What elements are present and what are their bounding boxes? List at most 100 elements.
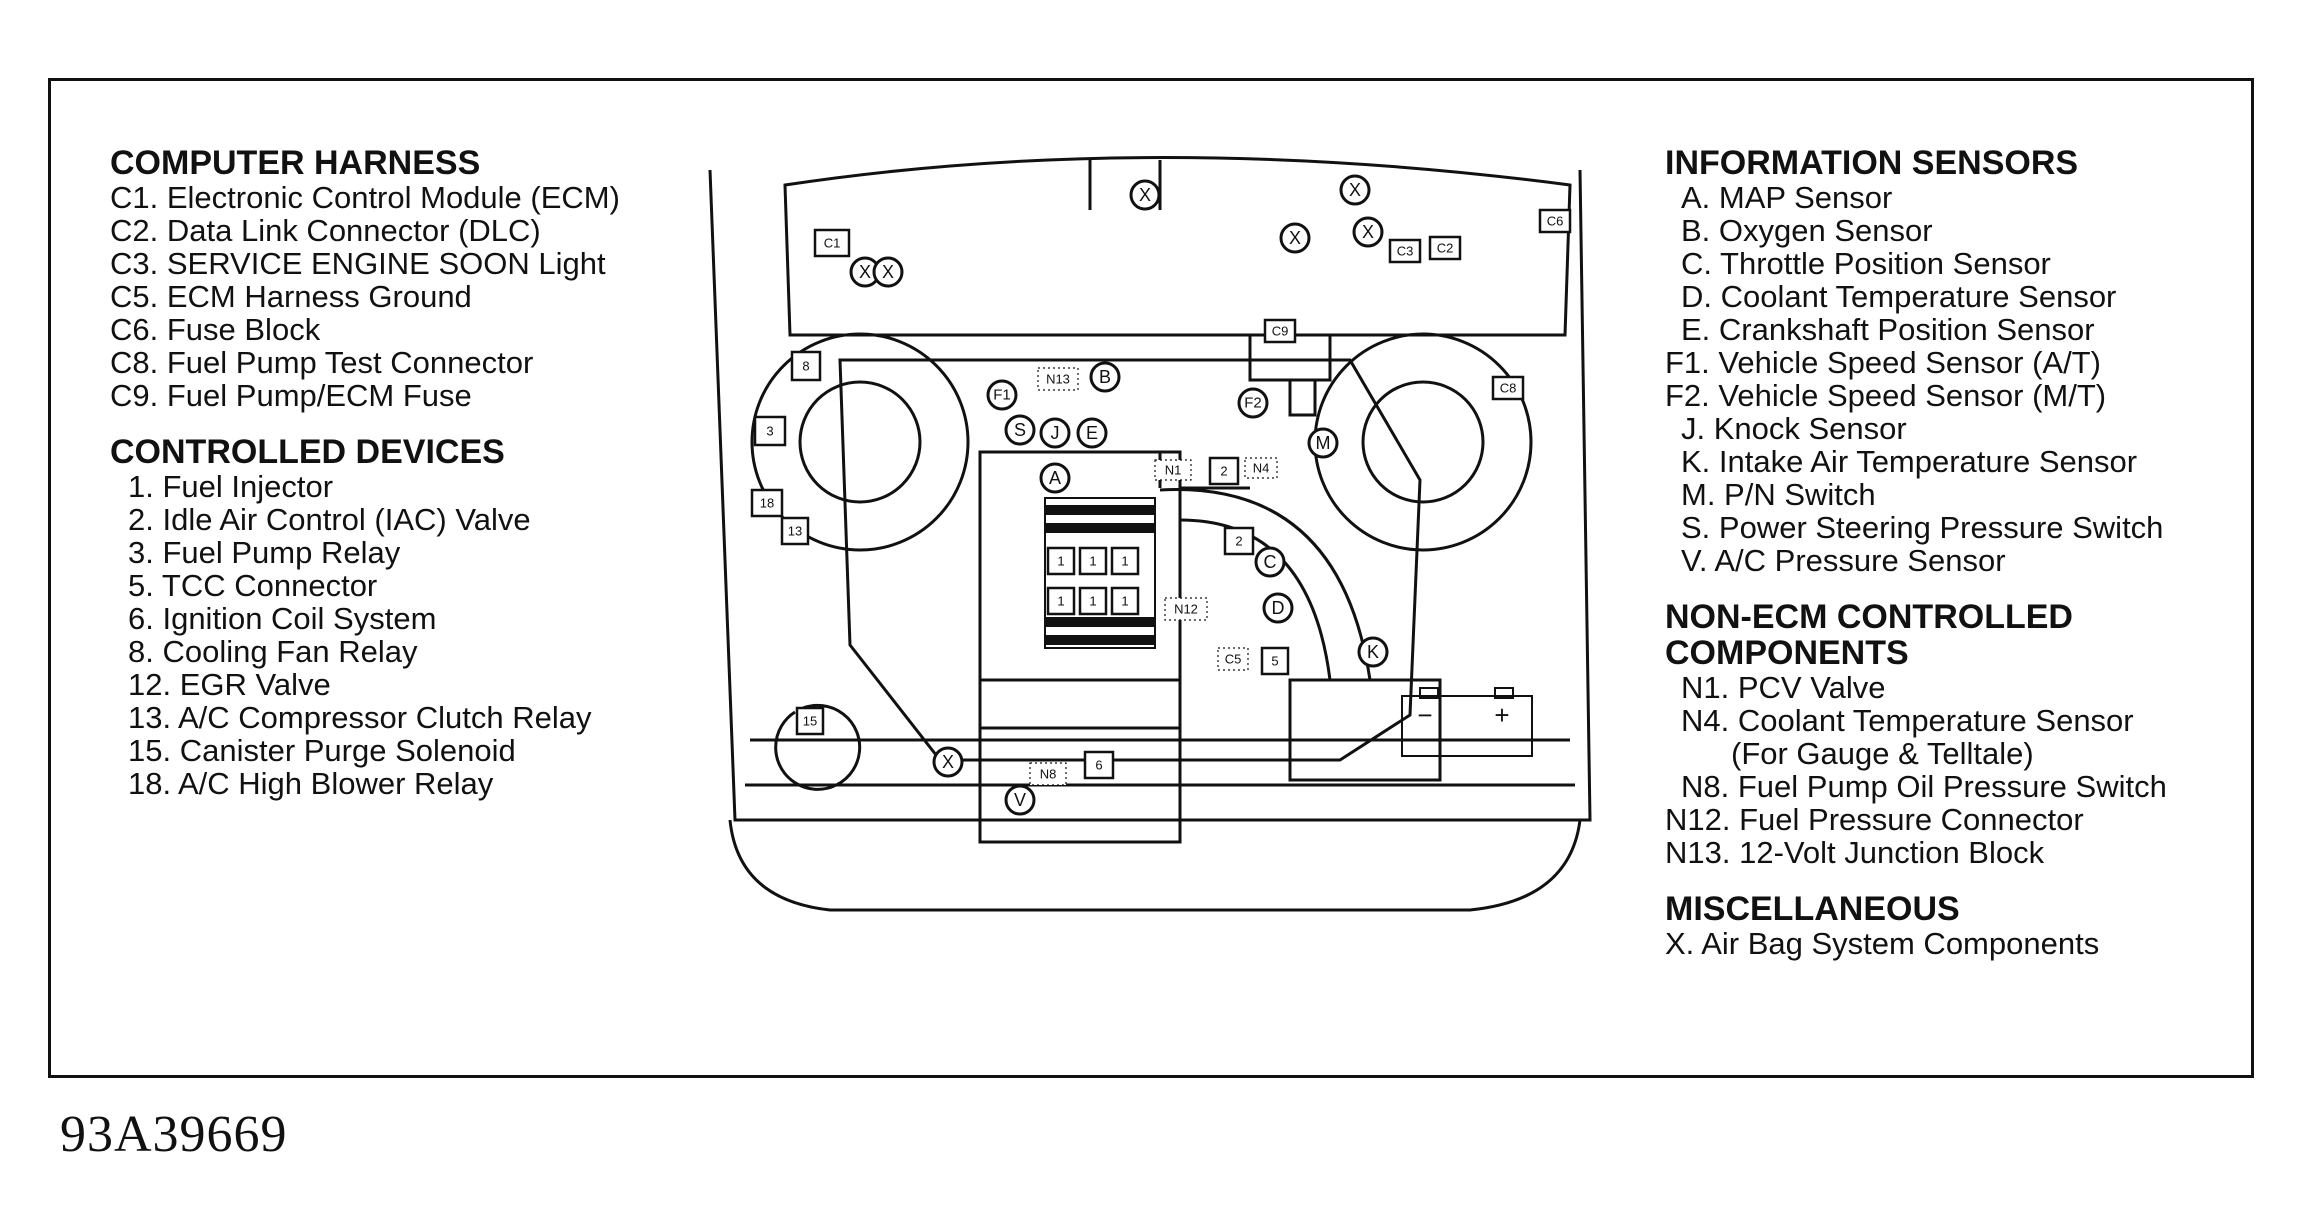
component-box-label: 1 <box>1057 594 1064 609</box>
component-marker-label: C <box>1264 552 1277 572</box>
component-marker-label: X <box>942 752 954 772</box>
diagram-outline <box>708 156 1592 912</box>
component-box-label: C6 <box>1547 214 1564 229</box>
component-marker-a <box>1039 462 1071 494</box>
legend-item: 8. Cooling Fan Relay <box>128 634 418 669</box>
component-marker-x <box>1339 174 1371 206</box>
component-box-label: 2 <box>1235 534 1242 549</box>
information-sensors-section: INFORMATION SENSORS A. MAP Sensor B. Oxy… <box>1665 145 2167 577</box>
component-marker-label: M <box>1316 433 1331 453</box>
component-marker-v <box>1004 784 1036 816</box>
legend-item: N8. Fuel Pump Oil Pressure Switch <box>1681 769 2167 804</box>
legend-item: D. Coolant Temperature Sensor <box>1681 279 2117 314</box>
non-ecm-marker-label: C5 <box>1225 652 1242 667</box>
non-ecm-marker-n4 <box>1244 457 1278 479</box>
component-marker-s <box>1004 414 1036 446</box>
legend-item: 18. A/C High Blower Relay <box>128 766 494 801</box>
non-ecm-marker-n8 <box>1029 762 1067 786</box>
component-box-1 <box>1046 546 1076 576</box>
component-marker-label: J <box>1051 423 1060 443</box>
component-marker-label: E <box>1086 423 1098 443</box>
section-heading: MISCELLANEOUS <box>1665 890 1960 928</box>
component-box-1 <box>1078 586 1108 616</box>
fuel-injector-bank <box>1044 497 1156 649</box>
legend-item: N12. Fuel Pressure Connector <box>1665 802 2084 837</box>
legend-item: C. Throttle Position Sensor <box>1681 246 2051 281</box>
miscellaneous-section: MISCELLANEOUS X. Air Bag System Componen… <box>1665 891 2167 960</box>
legend-item: K. Intake Air Temperature Sensor <box>1681 444 2138 479</box>
component-box-label: 1 <box>1057 554 1064 569</box>
non-ecm-marker-label: N4 <box>1253 461 1270 476</box>
component-marker-b <box>1089 361 1121 393</box>
legend-item: N4. Coolant Temperature Sensor <box>1681 703 2134 738</box>
section-heading: CONTROLLED DEVICES <box>110 433 505 471</box>
battery-negative-terminal: − <box>1417 700 1432 730</box>
legend-item: 5. TCC Connector <box>128 568 378 603</box>
section-heading: NON-ECM CONTROLLED COMPONENTS <box>1665 598 2073 672</box>
component-marker-label: B <box>1099 367 1111 387</box>
component-box-label: 15 <box>803 714 817 729</box>
component-box-6 <box>1083 750 1115 780</box>
component-box-label: C8 <box>1500 381 1517 396</box>
computer-harness-section: COMPUTER HARNESS C1. Electronic Control … <box>110 145 620 412</box>
component-marker-label: V <box>1014 790 1026 810</box>
non-ecm-marker-n13 <box>1037 367 1079 391</box>
battery <box>1401 687 1533 757</box>
section-heading: INFORMATION SENSORS <box>1665 144 2079 182</box>
component-marker-label: X <box>1349 180 1361 200</box>
non-ecm-marker-label: N13 <box>1046 372 1070 387</box>
component-box-1 <box>1046 586 1076 616</box>
component-marker-x <box>1279 222 1311 254</box>
component-marker-label: X <box>1139 185 1151 205</box>
component-box-8 <box>790 350 822 382</box>
legend-item: 3. Fuel Pump Relay <box>128 535 401 570</box>
component-box-label: 8 <box>802 359 809 374</box>
legend-item: E. Crankshaft Position Sensor <box>1681 312 2095 347</box>
legend-left: COMPUTER HARNESS C1. Electronic Control … <box>110 145 620 800</box>
controlled-devices-section: CONTROLLED DEVICES 1. Fuel Injector 2. I… <box>110 434 620 800</box>
component-marker-label: X <box>1289 228 1301 248</box>
component-marker-k <box>1357 636 1389 668</box>
component-box-label: 2 <box>1220 464 1227 479</box>
legend-item: F1. Vehicle Speed Sensor (A/T) <box>1665 345 2101 380</box>
component-box-1 <box>1110 586 1140 616</box>
legend-item: C8. Fuel Pump Test Connector <box>110 345 534 380</box>
legend-item: N13. 12-Volt Junction Block <box>1665 835 2045 870</box>
component-box-18 <box>750 488 784 518</box>
component-box-2 <box>1208 456 1240 486</box>
component-marker-j <box>1039 417 1071 449</box>
legend-item: X. Air Bag System Components <box>1665 926 2100 961</box>
component-marker-x <box>1129 179 1161 211</box>
component-marker-x <box>932 746 964 778</box>
component-box-label: 1 <box>1089 554 1096 569</box>
component-marker-label: A <box>1049 468 1061 488</box>
legend-item: 1. Fuel Injector <box>128 469 334 504</box>
legend-item: V. A/C Pressure Sensor <box>1681 543 2006 578</box>
component-marker-e <box>1076 417 1108 449</box>
component-marker-label: S <box>1014 420 1026 440</box>
legend-right: INFORMATION SENSORS A. MAP Sensor B. Oxy… <box>1665 145 2167 960</box>
component-marker-label: X <box>1362 222 1374 242</box>
component-box-label: 13 <box>788 524 802 539</box>
legend-item: C2. Data Link Connector (DLC) <box>110 213 541 248</box>
component-marker-f1 <box>986 379 1018 411</box>
component-marker-d <box>1262 592 1294 624</box>
component-marker-label: K <box>1367 642 1379 662</box>
component-box-label: 6 <box>1095 758 1102 773</box>
non-ecm-section: NON-ECM CONTROLLED COMPONENTS N1. PCV Va… <box>1665 599 2167 869</box>
legend-item: J. Knock Sensor <box>1681 411 1907 446</box>
component-marker-x <box>1352 216 1384 248</box>
component-marker-m <box>1307 427 1339 459</box>
component-box-c3 <box>1388 238 1422 264</box>
component-box-label: C1 <box>824 236 841 251</box>
component-box-label: C9 <box>1272 324 1289 339</box>
section-heading: COMPUTER HARNESS <box>110 144 481 182</box>
legend-item: 2. Idle Air Control (IAC) Valve <box>128 502 531 537</box>
component-box-c6 <box>1538 208 1572 234</box>
non-ecm-marker-label: N1 <box>1165 463 1182 478</box>
component-marker-label: F1 <box>993 387 1011 404</box>
component-box-2 <box>1223 526 1255 556</box>
legend-item: C5. ECM Harness Ground <box>110 279 472 314</box>
